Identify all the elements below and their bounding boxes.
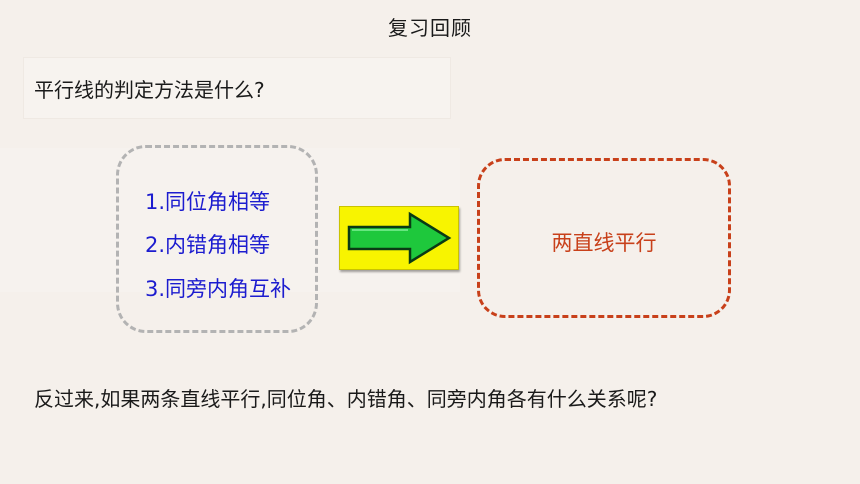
arrow-box — [339, 206, 459, 270]
condition-3: 3.同旁内角互补 — [145, 277, 292, 301]
question-text: 平行线的判定方法是什么? — [34, 78, 265, 102]
condition-1: 1.同位角相等 — [145, 190, 271, 214]
result-box: 两直线平行 — [477, 158, 731, 318]
right-arrow-icon — [347, 211, 452, 265]
condition-2: 2.内错角相等 — [145, 233, 271, 257]
question-box: 平行线的判定方法是什么? — [24, 58, 450, 118]
result-text: 两直线平行 — [551, 231, 657, 255]
slide-title: 复习回顾 — [388, 16, 472, 40]
conditions-box: 1.同位角相等 2.内错角相等 3.同旁内角互补 — [116, 145, 318, 333]
bottom-question: 反过来,如果两条直线平行,同位角、内错角、同旁内角各有什么关系呢? — [34, 387, 658, 411]
